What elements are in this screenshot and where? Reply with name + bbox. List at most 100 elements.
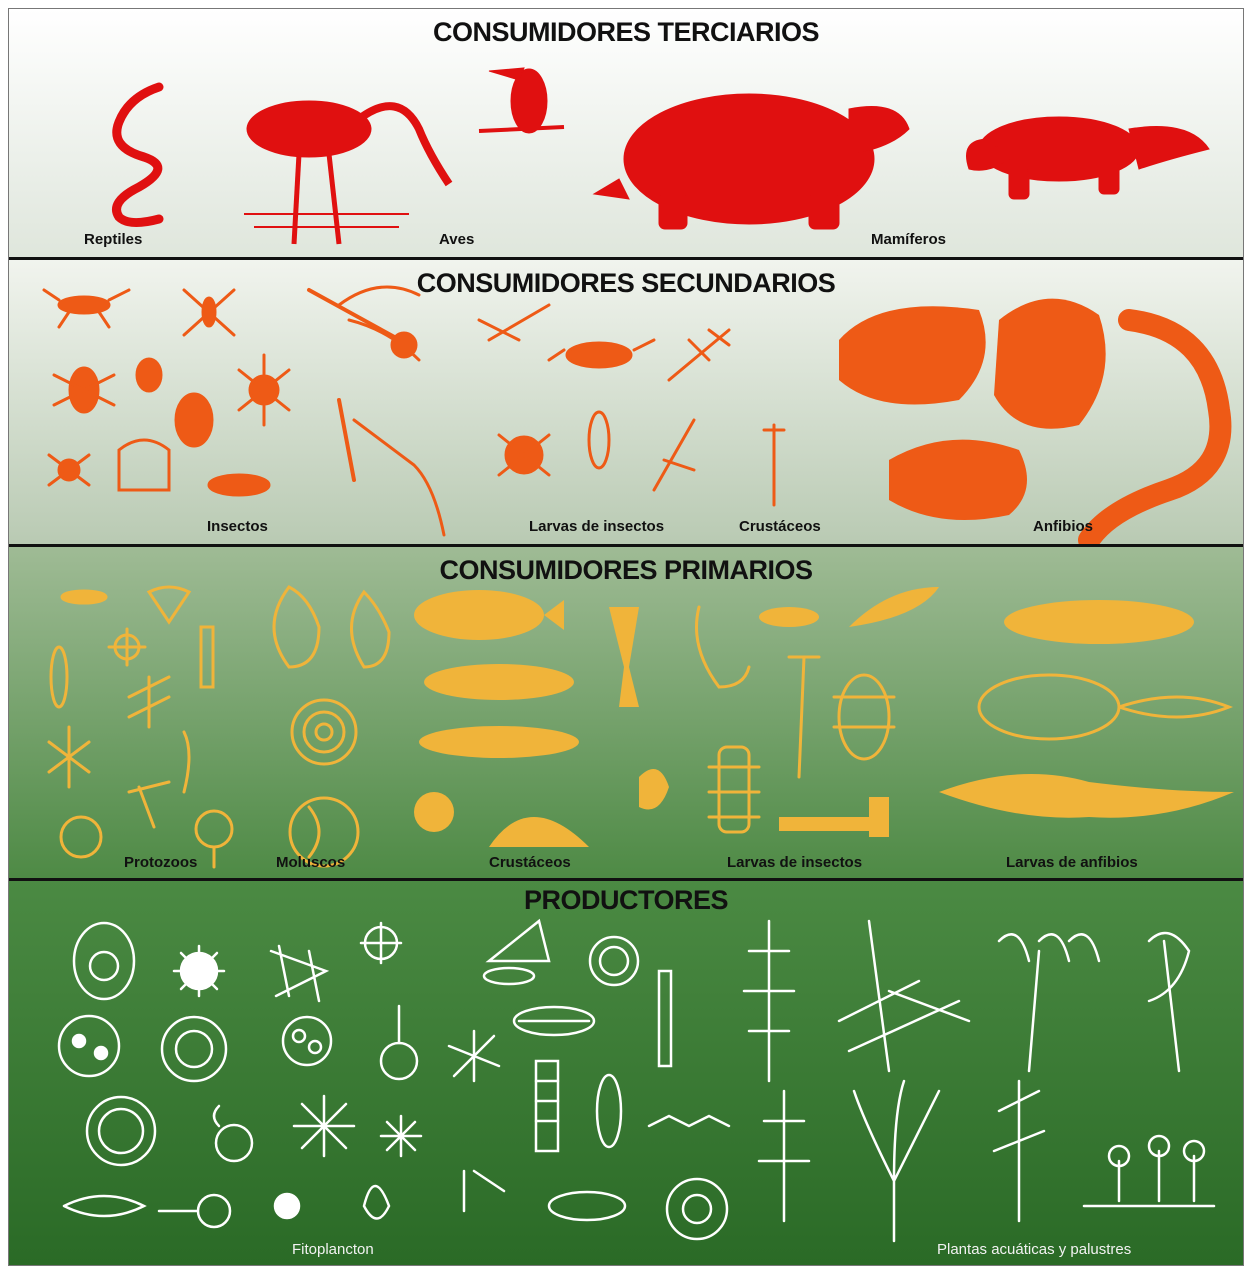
label-larvas-de-insectos: Larvas de insectos — [727, 854, 862, 871]
aquatic-plant-icon — [1084, 1136, 1214, 1206]
crustacean-icon — [424, 664, 574, 700]
insect-icon — [119, 440, 169, 490]
aquatic-plant-icon — [759, 1091, 809, 1221]
insect-icon — [49, 455, 89, 485]
protozoan-icon — [129, 782, 169, 827]
protozoan-icon — [51, 647, 67, 707]
label-crustaceos: Crustáceos — [739, 518, 821, 535]
larva-icon — [789, 657, 819, 777]
level-primarios: CONSUMIDORES PRIMARIOS Protozoos Molusco… — [9, 547, 1243, 878]
phytoplankton-icon — [449, 1031, 499, 1081]
protozoan-icon — [62, 591, 106, 603]
snake-icon — [117, 87, 160, 223]
label-protozoos: Protozoos — [124, 854, 197, 871]
phytoplankton-icon — [361, 923, 401, 963]
phytoplankton-icon — [271, 946, 326, 1001]
toad-icon — [994, 299, 1106, 429]
label-crustaceos: Crustáceos — [489, 854, 571, 871]
level-title: PRODUCTORES — [9, 885, 1243, 916]
aquatic-plant-icon — [994, 1081, 1044, 1221]
level-title: CONSUMIDORES SECUNDARIOS — [9, 268, 1243, 299]
phytoplankton-icon — [74, 923, 134, 999]
protozoan-icon — [149, 587, 189, 622]
label-anfibios: Anfibios — [1033, 518, 1093, 535]
phytoplankton-icon — [381, 1006, 417, 1079]
flamingo-icon — [244, 101, 449, 244]
label-plantas-acuaticas: Plantas acuáticas y palustres — [937, 1241, 1131, 1258]
larva-icon — [669, 330, 729, 380]
larva-icon — [479, 305, 549, 340]
water-bug-icon — [339, 400, 444, 535]
larva-icon — [709, 747, 759, 832]
larva-icon — [759, 607, 819, 627]
level-terciarios: CONSUMIDORES TERCIARIOS Reptiles Aves Ma… — [9, 9, 1243, 257]
secundarios-illustrations — [9, 260, 1243, 544]
protozoan-icon — [61, 817, 101, 857]
primarios-illustrations — [9, 547, 1243, 878]
frog-icon — [889, 440, 1027, 520]
label-mamiferos: Mamíferos — [871, 231, 946, 248]
diatom-icon — [464, 1171, 504, 1211]
label-aves: Aves — [439, 231, 474, 248]
phytoplankton-icon — [162, 1017, 226, 1081]
protozoan-icon — [49, 727, 89, 787]
newt-larva-icon — [939, 774, 1234, 818]
larva-icon — [654, 420, 694, 490]
tadpole-icon — [979, 675, 1229, 739]
aquatic-plant-icon — [854, 1081, 939, 1241]
diatom-icon — [590, 937, 638, 985]
crustacean-icon — [414, 792, 454, 832]
label-larvas-de-anfibios: Larvas de anfibios — [1006, 854, 1138, 871]
diatom-icon — [649, 1116, 729, 1126]
phytoplankton-icon — [364, 1186, 389, 1219]
phytoplankton-icon — [59, 1016, 119, 1076]
badger-icon — [594, 94, 909, 229]
crustacean-icon — [414, 590, 564, 640]
crustacean-icon — [419, 726, 579, 758]
snail-icon — [274, 587, 319, 667]
diatom-icon — [536, 1061, 558, 1151]
shell-icon — [292, 700, 356, 764]
aquatic-plant-icon — [839, 921, 969, 1071]
larva-icon — [849, 587, 939, 627]
aquatic-plant-icon — [999, 934, 1099, 1071]
phytoplankton-icon — [87, 1097, 155, 1165]
phytoplankton-icon — [294, 1096, 354, 1156]
crustacean-icon — [489, 817, 589, 847]
level-secundarios: CONSUMIDORES SECUNDARIOS Insectos Larvas… — [9, 260, 1243, 544]
insect-icon — [209, 475, 269, 495]
spider-icon — [239, 355, 289, 425]
diatom-icon — [514, 1007, 594, 1035]
phytoplankton-icon — [381, 1116, 421, 1156]
kingfisher-icon — [479, 68, 564, 133]
insect-icon — [54, 368, 114, 412]
productores-illustrations — [9, 881, 1243, 1266]
newt-icon — [1089, 320, 1220, 540]
phytoplankton-icon — [275, 1194, 299, 1218]
larva-icon — [639, 769, 669, 810]
diatom-icon — [659, 971, 671, 1066]
label-reptiles: Reptiles — [84, 231, 142, 248]
aquatic-plant-icon — [1149, 933, 1189, 1071]
phytoplankton-icon — [283, 1017, 331, 1065]
diatom-icon — [597, 1075, 621, 1147]
phytoplankton-icon — [174, 946, 224, 996]
level-title: CONSUMIDORES TERCIARIOS — [9, 17, 1243, 48]
protozoan-icon — [129, 677, 169, 727]
protozoan-icon — [184, 732, 189, 792]
aquatic-plant-icon — [744, 921, 794, 1081]
tadpole-icon — [1004, 600, 1194, 644]
protozoan-icon — [196, 811, 232, 867]
label-moluscos: Moluscos — [276, 854, 345, 871]
diatom-icon — [667, 1179, 727, 1239]
larva-icon — [609, 607, 639, 707]
snail-icon — [352, 592, 390, 667]
crustacean-icon — [764, 425, 784, 505]
label-insectos: Insectos — [207, 518, 268, 535]
beetle-icon — [137, 359, 161, 391]
phytoplankton-icon — [214, 1106, 252, 1161]
level-title: CONSUMIDORES PRIMARIOS — [9, 555, 1243, 586]
larva-icon — [697, 607, 750, 687]
level-productores: PRODUCTORES Fitoplancton Plantas acuátic… — [9, 881, 1243, 1266]
marten-icon — [967, 117, 1210, 199]
